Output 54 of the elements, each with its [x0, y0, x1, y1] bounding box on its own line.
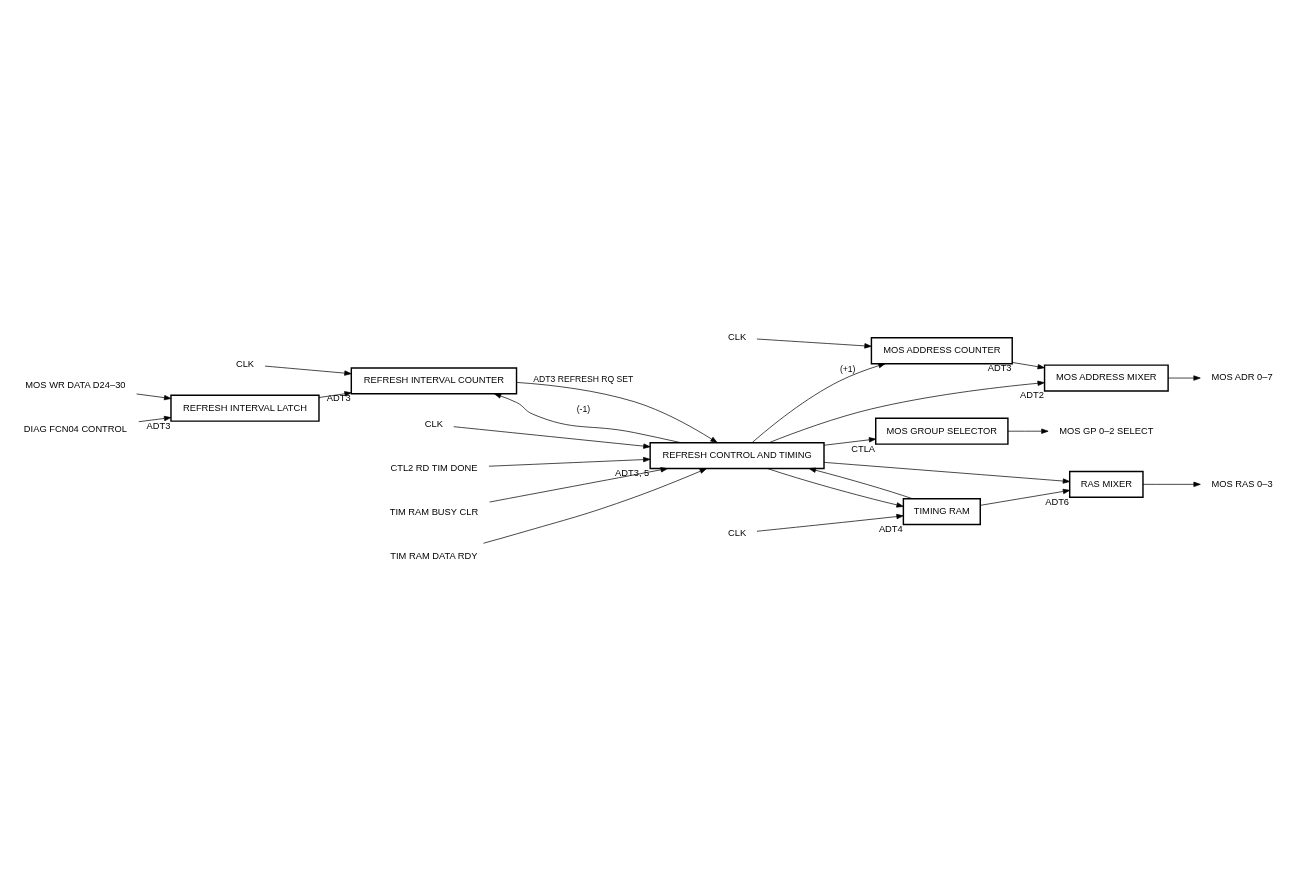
node-label: ADT3	[987, 362, 1012, 373]
node-text: DIAG FCN04 CONTROL	[23, 423, 128, 434]
arrow	[318, 390, 352, 398]
node-label: ADT3	[326, 392, 351, 403]
arrow	[264, 365, 352, 376]
node-text: TIM RAM BUSY CLR	[389, 506, 479, 517]
arrow	[1007, 428, 1049, 434]
node-text: MOS ADR 0–7	[1211, 371, 1273, 382]
node-text: MOS RAS 0–3	[1211, 478, 1273, 489]
arrow	[138, 415, 172, 422]
node-label: ADT4	[878, 523, 903, 534]
node-text: CLK	[728, 331, 747, 342]
node-label: ADT2	[1020, 389, 1044, 400]
node-label: CTLA	[851, 443, 876, 454]
arrow	[767, 467, 904, 507]
node-text: CLK	[235, 358, 255, 369]
arrow	[136, 393, 172, 400]
arrow	[756, 338, 872, 348]
arrow	[1167, 374, 1201, 381]
arrow	[489, 466, 668, 502]
arrow	[751, 362, 886, 443]
arrow	[823, 461, 1070, 484]
node-label: ADT6	[1045, 496, 1070, 507]
arrow	[980, 488, 1071, 506]
node-text: CLK	[424, 418, 443, 429]
arrow	[808, 467, 913, 499]
node-box: MOS ADDRESS MIXER	[1043, 363, 1169, 392]
node-box: REFRESH INTERVAL LATCH	[170, 394, 320, 422]
arrow	[1142, 481, 1201, 487]
node-text: CTL2 RD TIM DONE	[390, 462, 478, 473]
node-label: ADT3	[146, 420, 171, 431]
node-text: MOS GP 0–2 SELECT	[1059, 425, 1154, 436]
node-box: REFRESH CONTROL AND TIMING	[649, 441, 825, 469]
arrow	[453, 425, 651, 449]
edge-label: ADT3 REFRESH RQ SET	[533, 373, 634, 384]
arrow	[516, 381, 718, 443]
node-text: CLK	[728, 527, 747, 538]
edge-label: (-1)	[576, 403, 591, 414]
node-text: TIM RAM DATA RDY	[390, 550, 478, 561]
arrow	[488, 456, 651, 467]
arrow	[823, 436, 877, 446]
arrow	[756, 513, 904, 532]
arrow	[1012, 361, 1045, 369]
arrow	[768, 380, 1045, 443]
node-label: ADT3, 5	[615, 467, 650, 478]
node-box: REFRESH INTERVAL COUNTER	[350, 366, 518, 395]
arrow	[483, 467, 707, 544]
node-box: MOS GROUP SELECTOR	[875, 417, 1009, 445]
node-text: MOS WR DATA D24–30	[25, 379, 126, 390]
edge-label: (+1)	[839, 363, 856, 374]
arrow	[494, 392, 682, 443]
node-box: MOS ADDRESS COUNTER	[870, 336, 1013, 364]
node-box: TIMING RAM	[902, 497, 981, 525]
node-box: RAS MIXER	[1069, 470, 1144, 498]
